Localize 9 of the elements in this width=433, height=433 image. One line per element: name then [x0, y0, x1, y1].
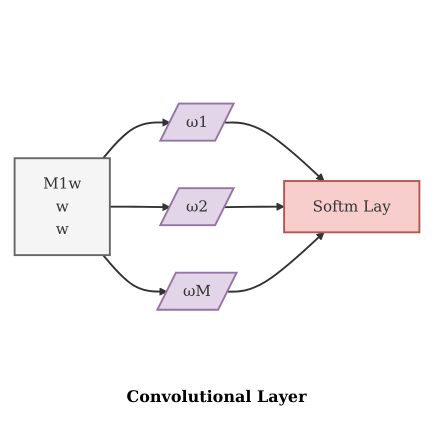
arrow: [102, 254, 167, 296]
arrow: [109, 203, 170, 212]
arrow: [227, 232, 324, 293]
layer-caption: Convolutional Layer: [126, 387, 307, 406]
arrow: [224, 202, 284, 212]
arrow: [224, 122, 324, 182]
node-box: M1w w w: [13, 158, 110, 256]
node-box: Softm Lay: [282, 180, 420, 234]
arrow: [102, 118, 170, 160]
